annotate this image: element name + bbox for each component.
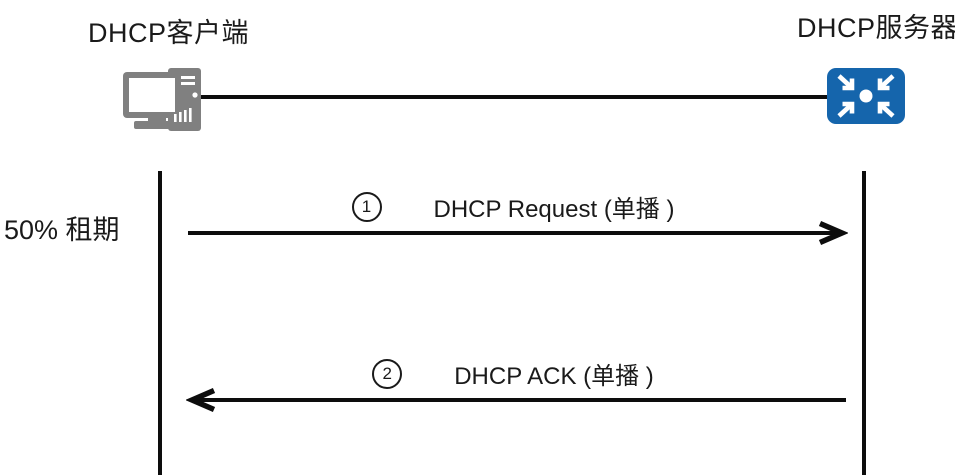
- message-1-step-number: 1: [351, 191, 382, 222]
- message-2-step-number: 2: [372, 358, 403, 389]
- client-lifeline: [158, 171, 162, 475]
- message-2-arrow-left: [186, 387, 846, 413]
- client-title: DHCP客户端: [88, 18, 250, 48]
- message-2: 2 DHCP ACK (单播 ): [160, 356, 866, 391]
- message-1-label: DHCP Request (单播 ): [433, 196, 675, 223]
- desktop-computer-icon: [123, 68, 201, 131]
- message-2-label: DHCP ACK (单播 ): [454, 363, 654, 390]
- lease-time-label: 50% 租期: [4, 215, 120, 245]
- message-1: 1 DHCP Request (单播 ): [160, 189, 866, 224]
- server-lifeline: [862, 171, 866, 475]
- network-switch-icon: [827, 68, 905, 124]
- client-server-link-line: [197, 95, 830, 99]
- message-1-arrow-right: [188, 220, 848, 246]
- server-title: DHCP服务器: [797, 13, 955, 43]
